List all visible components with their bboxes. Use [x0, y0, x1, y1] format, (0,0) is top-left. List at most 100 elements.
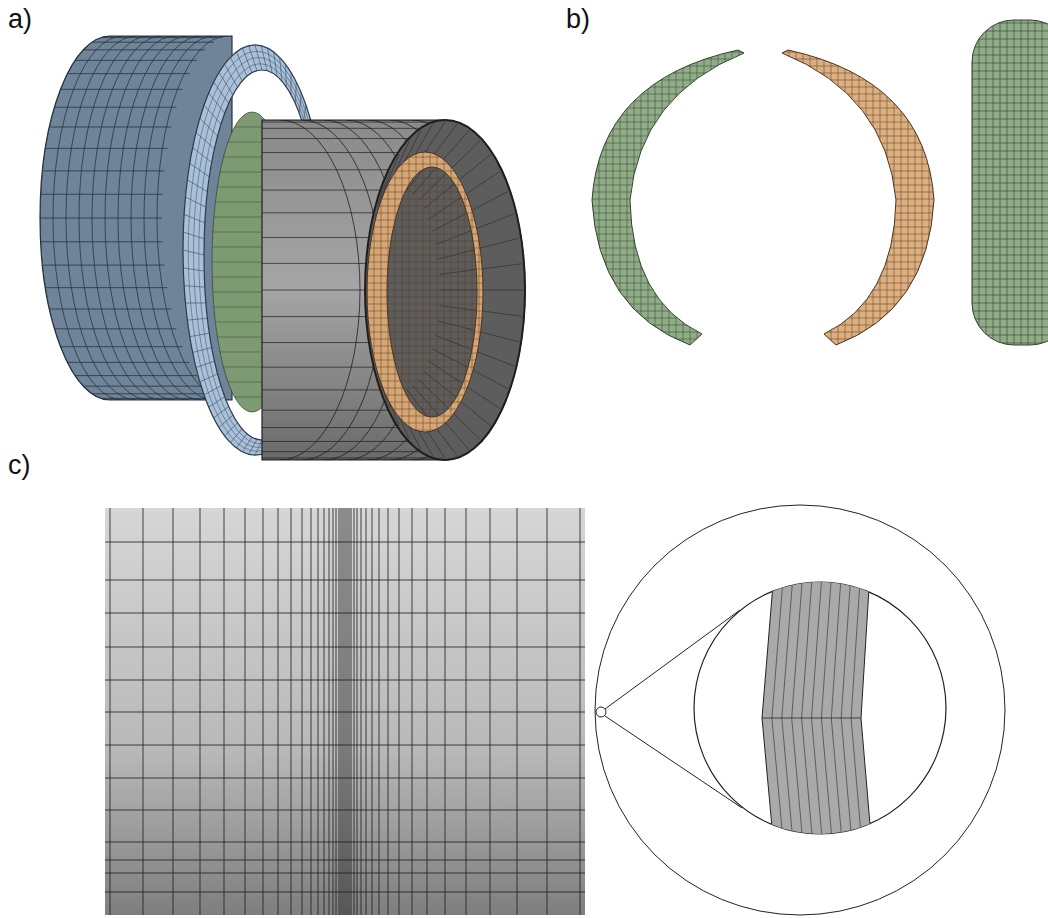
mesh-line: [775, 143, 940, 144]
mesh-line: [922, 45, 923, 350]
mesh-line: [775, 297, 940, 298]
mesh-line: [585, 52, 750, 53]
mesh-line: [262, 457, 458, 458]
mesh-line: [360, 325, 490, 326]
mesh-line: [360, 199, 490, 200]
mesh-line: [762, 718, 861, 719]
mesh-line: [458, 150, 459, 440]
mesh-line: [360, 339, 490, 340]
mesh-line: [54, 328, 176, 329]
mesh-line: [585, 178, 750, 179]
mesh-line: [360, 206, 490, 207]
mesh-line: [683, 45, 684, 350]
mesh-line: [302, 508, 303, 915]
mesh-line: [585, 206, 750, 207]
mesh-line: [547, 508, 548, 915]
mesh-line: [360, 276, 490, 277]
mesh-line: [775, 234, 940, 235]
mesh-line: [585, 304, 750, 305]
mesh-line: [775, 66, 940, 67]
mesh-line: [360, 227, 490, 228]
mesh-line: [775, 283, 940, 284]
mesh-line: [972, 143, 1048, 144]
mesh-line: [360, 311, 490, 312]
mesh-line: [1021, 20, 1022, 345]
mesh-line: [486, 150, 487, 440]
mesh-line: [360, 437, 490, 438]
mesh-line: [360, 374, 490, 375]
mesh-line: [105, 647, 585, 648]
mesh-line: [465, 150, 466, 440]
mesh-line: [585, 325, 750, 326]
mesh-line: [585, 73, 750, 74]
mesh-line: [374, 150, 375, 440]
mesh-line: [360, 290, 490, 291]
mesh-line: [360, 150, 490, 151]
mesh-line: [775, 80, 940, 81]
mesh-line: [105, 842, 585, 843]
mesh-line: [585, 262, 750, 263]
mesh-line: [1014, 20, 1015, 345]
mesh-line: [782, 560, 795, 860]
mesh-line: [42, 170, 164, 171]
mesh-line: [986, 20, 987, 345]
mesh-line: [54, 107, 176, 108]
mesh-line: [775, 304, 940, 305]
mesh-line: [262, 120, 445, 121]
mesh-line: [262, 460, 445, 461]
mesh-line: [606, 45, 607, 350]
mesh-line: [775, 192, 940, 193]
mesh-line: [775, 346, 940, 347]
mesh-line: [360, 423, 490, 424]
panel-label: b): [566, 6, 590, 33]
mesh-line: [585, 171, 750, 172]
mesh-line: [585, 164, 750, 165]
mesh-line: [775, 311, 940, 312]
mesh-line: [585, 122, 750, 123]
mesh-line: [775, 52, 940, 53]
mesh-line: [341, 508, 342, 915]
mesh-line: [852, 45, 853, 350]
shell-mesh: [585, 15, 1048, 350]
mesh-line: [360, 178, 490, 179]
mesh-line: [746, 45, 747, 350]
mesh-line: [61, 346, 183, 347]
mesh-line: [908, 45, 909, 350]
mesh-line: [972, 183, 1048, 184]
mesh-line: [972, 335, 1048, 336]
mesh-line: [972, 39, 1048, 40]
mesh-line: [972, 71, 1048, 72]
mesh-line: [360, 213, 490, 214]
mesh-line: [972, 31, 1048, 32]
mesh-line: [697, 45, 698, 350]
mesh-line: [972, 303, 1048, 304]
mesh-line: [143, 508, 144, 915]
mesh-line: [224, 508, 225, 915]
mesh-line: [585, 213, 750, 214]
mesh-line: [41, 241, 163, 242]
mesh-line: [278, 508, 279, 915]
mesh-line: [775, 45, 776, 350]
mesh-line: [972, 95, 1048, 96]
mesh-line: [775, 339, 940, 340]
mesh-line: [585, 227, 750, 228]
mesh-line: [105, 810, 585, 811]
mesh-line: [972, 87, 1048, 88]
mesh-line: [173, 508, 174, 915]
mesh-line: [972, 343, 1048, 344]
mesh-line: [360, 304, 490, 305]
mesh-line: [775, 164, 940, 165]
mesh-line: [620, 45, 621, 350]
mesh-line: [585, 255, 750, 256]
mesh-line: [972, 231, 1048, 232]
mesh-line: [472, 150, 473, 440]
mesh-line: [585, 150, 750, 151]
panel-label: a): [8, 6, 32, 33]
mesh-line: [929, 45, 930, 350]
mesh-line: [775, 332, 940, 333]
mesh-line: [360, 185, 490, 186]
mesh-line: [105, 712, 585, 713]
mesh-line: [775, 73, 940, 74]
mesh-line: [347, 508, 348, 915]
mesh-line: [775, 101, 940, 102]
